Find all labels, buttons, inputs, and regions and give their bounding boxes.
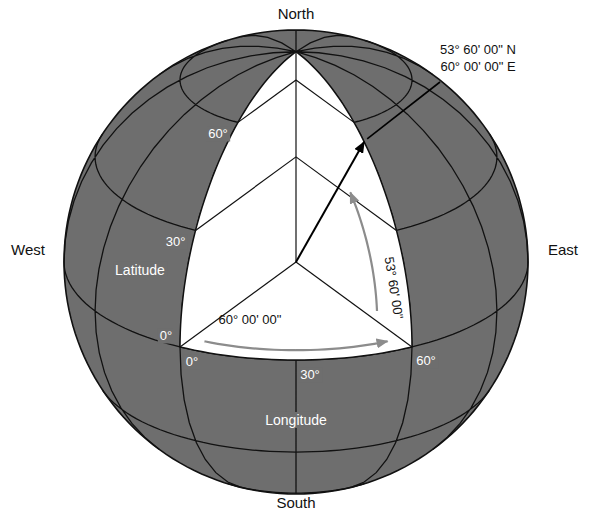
direction-label: North xyxy=(278,5,315,22)
interior-line xyxy=(296,80,354,122)
leader-line xyxy=(367,82,440,139)
longitude-degree: 0° xyxy=(184,354,200,369)
latitude-degree: 30° xyxy=(164,235,188,250)
latitude-value: 53° 60' 00" xyxy=(381,256,406,320)
graticule-lines xyxy=(64,30,528,494)
interior-line xyxy=(196,157,296,231)
longitude-arrow xyxy=(204,341,387,350)
coordinate-callout: 53° 60' 00" N xyxy=(440,43,516,58)
direction-label: West xyxy=(11,241,45,258)
position-vector xyxy=(296,142,364,262)
longitude-degree: 30° xyxy=(298,368,322,383)
globe-outline xyxy=(64,30,528,494)
direction-label: East xyxy=(548,241,578,258)
interior-line xyxy=(180,262,296,347)
axis-name: Latitude xyxy=(113,262,167,278)
longitude-degree: 60° xyxy=(414,353,438,368)
direction-label: South xyxy=(276,494,315,511)
axis-name: Longitude xyxy=(263,412,329,428)
globe-surface xyxy=(64,30,528,494)
coordinate-callout: 60° 00' 00" E xyxy=(440,60,515,75)
interior-lines xyxy=(180,52,412,347)
cutaway-wedge xyxy=(180,52,412,360)
interior-line xyxy=(238,80,296,122)
interior-line xyxy=(296,157,396,231)
latitude-degree: 0° xyxy=(158,328,174,343)
longitude-value: 60° 00' 00" xyxy=(219,313,282,328)
latitude-arrow xyxy=(350,192,377,311)
latitude-degree: 60° xyxy=(206,127,230,142)
